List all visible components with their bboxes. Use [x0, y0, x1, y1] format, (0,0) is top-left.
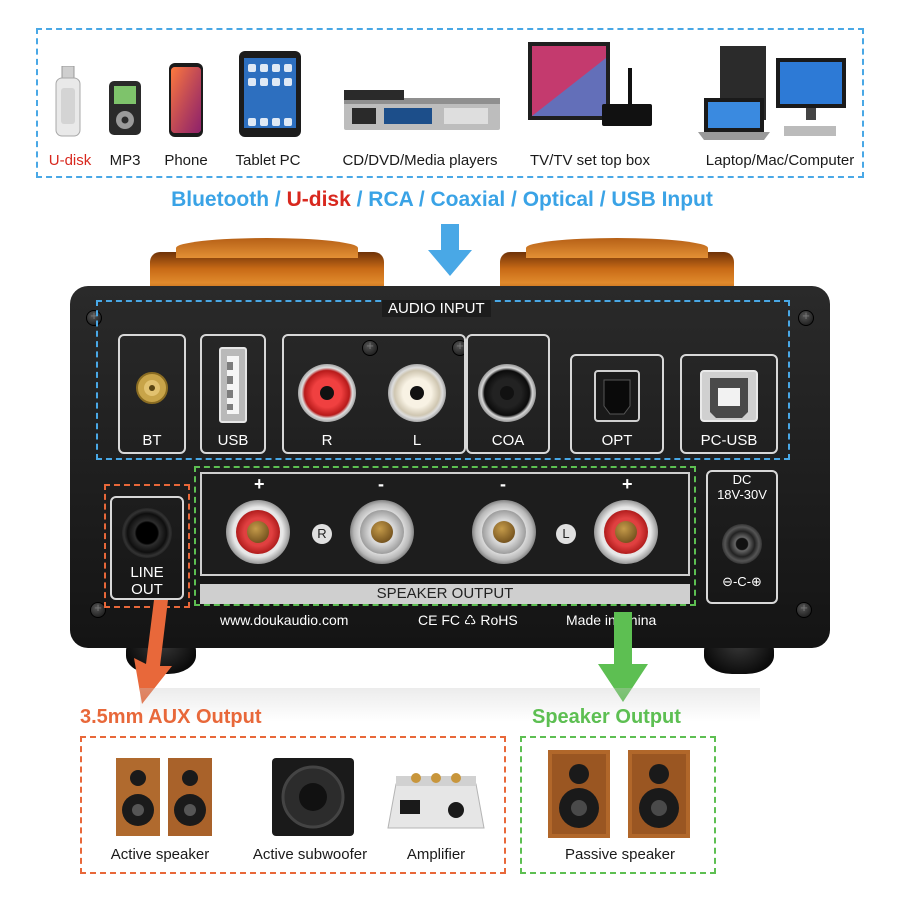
- polarity-minus-right: -: [378, 474, 384, 494]
- amplifier-label: Amplifier: [406, 846, 466, 863]
- input-heading: Bluetooth / U-disk / RCA / Coaxial / Opt…: [0, 188, 884, 212]
- polarity-plus-right: +: [254, 474, 265, 494]
- speaker-output-devices: [520, 736, 716, 874]
- line-out-port[interactable]: [110, 496, 184, 600]
- tv-icon: [528, 42, 652, 126]
- speaker-output-area: [194, 466, 696, 606]
- screw: [798, 308, 814, 326]
- rca-r-label: R: [321, 432, 333, 449]
- speaker-terminal-right-positive[interactable]: [226, 500, 290, 564]
- usb-drive-icon: [55, 66, 81, 137]
- subwoofer-icon: [272, 758, 354, 836]
- usb-port[interactable]: [200, 334, 266, 454]
- aux-output-devices: [80, 736, 506, 874]
- usb-a-socket-icon: [219, 347, 247, 423]
- dc-power-jack[interactable]: [722, 524, 762, 564]
- line-out-area: [104, 484, 190, 608]
- aux-output-heading: 3.5mm AUX Output: [80, 706, 262, 728]
- dc-voltage-label: 18V-30V: [717, 487, 767, 502]
- amplifier-icon: [387, 773, 485, 829]
- screw: [362, 338, 378, 356]
- speaker-terminal-left-negative[interactable]: [472, 500, 536, 564]
- speaker-terminal-left-positive[interactable]: [594, 500, 658, 564]
- arrow-down-icon: [598, 612, 648, 702]
- media-player-icon: [344, 90, 500, 130]
- device-label-phone: Phone: [164, 152, 208, 169]
- computer-icon: [698, 46, 846, 140]
- active-speaker-icon: [116, 758, 212, 836]
- speaker-output-heading: Speaker Output: [532, 706, 681, 728]
- headphone-jack[interactable]: [122, 508, 172, 558]
- device-label-u-disk: U-disk: [48, 152, 92, 169]
- audio-input-title: AUDIO INPUT: [382, 300, 491, 317]
- bt-label: BT: [142, 432, 162, 449]
- input-heading-part1: Bluetooth /: [171, 188, 287, 211]
- coaxial-socket[interactable]: [478, 364, 536, 422]
- pc-usb-port[interactable]: [680, 354, 778, 454]
- optical-socket-icon: [594, 370, 640, 422]
- rca-right-socket[interactable]: [298, 364, 356, 422]
- line-out-label: LINE OUT: [110, 564, 184, 598]
- opt-label: OPT: [601, 432, 633, 449]
- device-label-computer: Laptop/Mac/Computer: [705, 152, 855, 169]
- device-label-tablet: Tablet PC: [235, 152, 301, 169]
- dc-power-port[interactable]: [706, 470, 778, 604]
- channel-badge-left: L: [556, 524, 576, 544]
- polarity-minus-left: -: [500, 474, 506, 494]
- polarity-plus-left: +: [622, 474, 633, 494]
- reflection: [140, 688, 760, 722]
- made-in-text: Made in China: [566, 612, 657, 628]
- bt-port[interactable]: [118, 334, 186, 454]
- active-speaker-label: Active speaker: [110, 846, 210, 863]
- screw: [796, 600, 812, 618]
- input-devices-panel: U-disk MP3 Phone Tablet PC CD/DVD/Media …: [36, 28, 864, 178]
- dc-label: DC 18V-30V: [706, 472, 778, 502]
- line-out-label-line2: OUT: [131, 581, 163, 598]
- coaxial-port[interactable]: [466, 334, 550, 454]
- channel-badge-right: R: [312, 524, 332, 544]
- pc-usb-label: PC-USB: [700, 432, 758, 449]
- dc-label-line1: DC: [732, 472, 752, 487]
- rca-l-label: L: [412, 432, 422, 449]
- passive-speaker-icon: [548, 750, 690, 838]
- certification-marks: CE FC ♺ RoHS: [418, 612, 518, 628]
- rca-left-socket[interactable]: [388, 364, 446, 422]
- input-heading-u-disk: U-disk: [286, 188, 351, 211]
- antenna-connector-icon: [136, 372, 168, 404]
- line-out-label-line1: LINE: [130, 564, 164, 581]
- phone-icon: [169, 63, 203, 137]
- usb-label: USB: [217, 432, 249, 449]
- usb-b-socket-icon: [700, 370, 758, 422]
- rca-input[interactable]: [282, 334, 466, 454]
- dc-polarity-icon: ⊖-C-⊕: [722, 574, 762, 589]
- arrow-down-left-icon: [134, 600, 172, 704]
- website-text: www.doukaudio.com: [220, 612, 349, 628]
- input-heading-part3: / RCA / Coaxial / Optical / USB Input: [350, 188, 713, 211]
- speaker-terminal-right-negative[interactable]: [350, 500, 414, 564]
- tablet-icon: [239, 51, 301, 137]
- speaker-output-label: SPEAKER OUTPUT: [200, 584, 690, 604]
- arrow-down-icon: [428, 224, 472, 276]
- device-label-mp3: MP3: [109, 152, 141, 169]
- mp3-player-icon: [109, 81, 141, 135]
- optical-port[interactable]: [570, 354, 664, 454]
- device-label-media-players: CD/DVD/Media players: [342, 152, 498, 169]
- passive-speaker-label: Passive speaker: [564, 846, 676, 863]
- device-label-tv: TV/TV set top box: [529, 152, 651, 169]
- coa-label: COA: [491, 432, 525, 449]
- active-subwoofer-label: Active subwoofer: [252, 846, 368, 863]
- screw: [90, 600, 106, 618]
